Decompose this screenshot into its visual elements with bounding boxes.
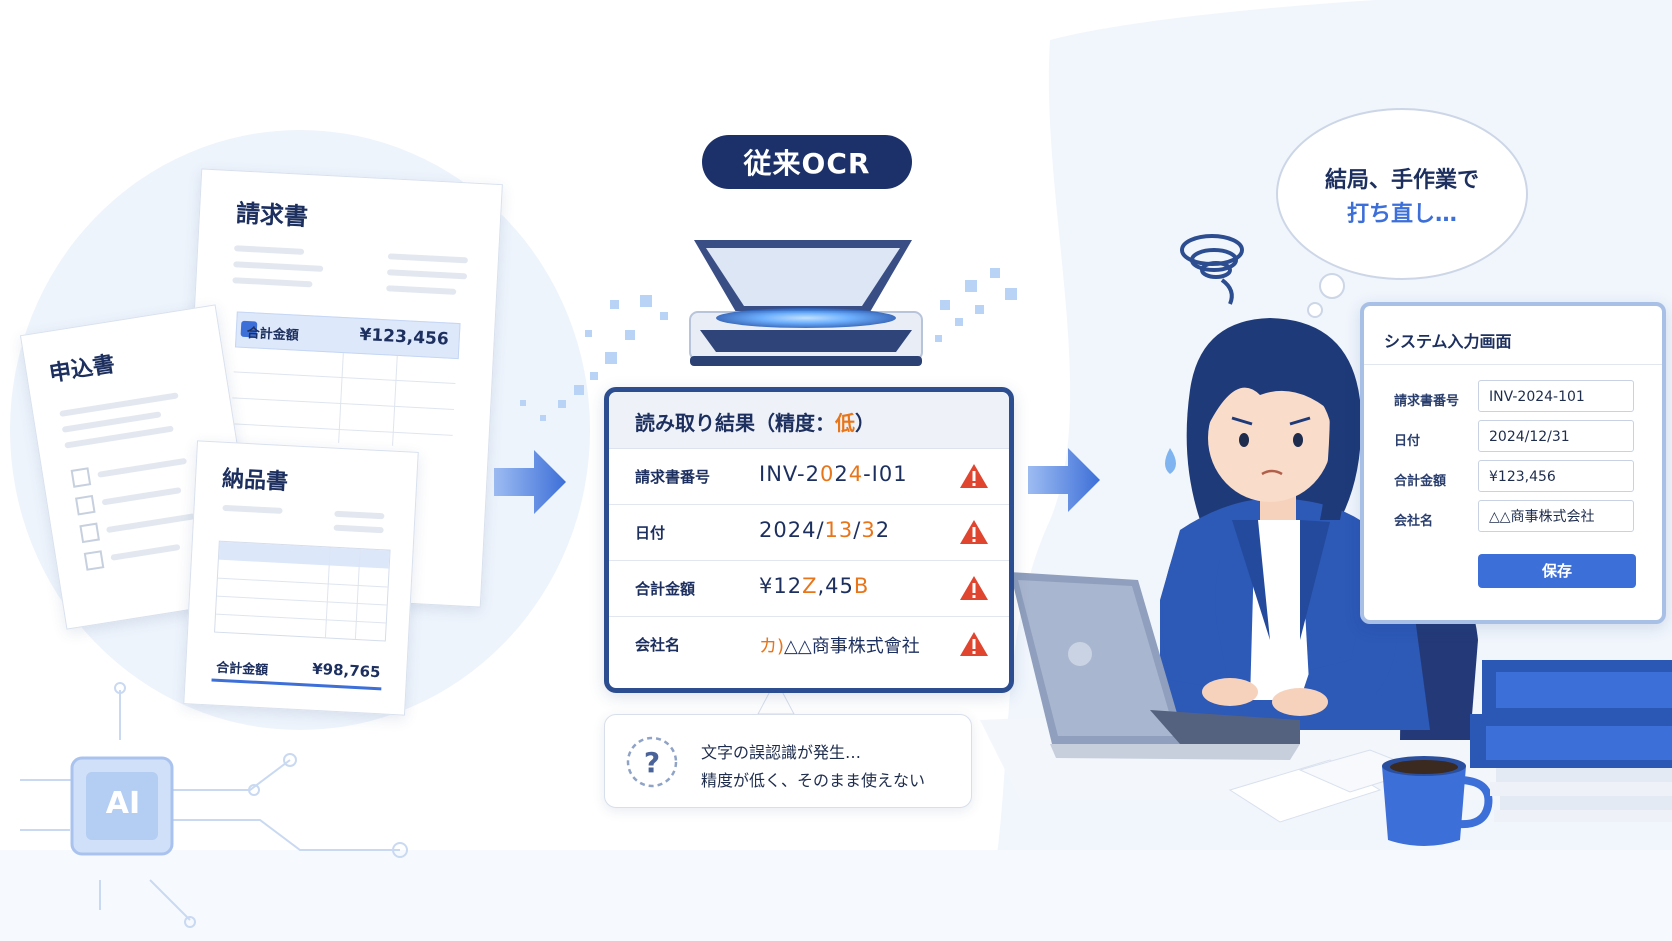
stress-swirl-icon (1180, 234, 1244, 305)
scan-data-dots (520, 268, 1017, 421)
note-line-2: 精度が低く、そのまま使えない (701, 771, 926, 790)
sweat-drop-icon (1165, 448, 1176, 474)
warning-icon (960, 464, 988, 488)
office-worker-illustration (1160, 318, 1430, 730)
field-label-total: 合計金額 (1394, 474, 1447, 489)
field-label-invoice-number: 請求書番号 (1394, 394, 1460, 409)
accuracy-low-label: 低 (835, 411, 855, 435)
field-label-date: 日付 (1394, 434, 1421, 449)
warning-icon (960, 520, 988, 544)
ocr-row-invoice-number: 請求書番号 INV-2024-I01 (609, 448, 1009, 505)
save-button[interactable]: 保存 (1478, 554, 1636, 588)
delivery-title: 納品書 (221, 466, 289, 496)
application-title: 申込書 (47, 352, 117, 388)
system-input-title: システム入力画面 (1384, 332, 1512, 351)
invoice-number-field[interactable]: INV-2024-101 (1478, 380, 1634, 412)
invoice-total-value: ¥123,456 (359, 324, 450, 350)
delivery-total-value: ¥98,765 (311, 659, 381, 682)
bubble-line-1: 結局、手作業で (1324, 168, 1479, 193)
invoice-title: 請求書 (235, 199, 309, 232)
coffee-mug-icon (1382, 756, 1493, 846)
bubble-line-2: 打ち直し… (1346, 202, 1457, 227)
laptop-icon (1010, 572, 1300, 760)
ai-chip-label: AI (105, 786, 141, 821)
thought-bubble: 結局、手作業で 打ち直し… (1276, 108, 1528, 280)
warning-icon (960, 576, 988, 600)
arrow-icon (1028, 448, 1100, 512)
svg-text:?: ? (644, 746, 660, 779)
delivery-total-label: 合計金額 (215, 660, 269, 679)
system-input-window: システム入力画面 請求書番号 INV-2024-101 日付 2024/12/3… (1360, 302, 1666, 624)
ai-circuit-icon (20, 682, 408, 928)
arrow-icon (494, 450, 566, 514)
delivery-document: 納品書 合計金額 ¥98,765 (183, 440, 419, 716)
ocr-error-note: ? 文字の誤認識が発生… 精度が低く、そのまま使えない (604, 714, 972, 808)
ocr-row-date: 日付 2024/13/32 (609, 504, 1009, 561)
ocr-result-panel: 読み取り結果（精度：低） 請求書番号 INV-2024-I01 日付 2024/… (604, 387, 1014, 693)
invoice-total-highlight: 合計金額 ¥123,456 (234, 311, 461, 360)
company-name-field[interactable]: △△商事株式会社 (1478, 500, 1634, 532)
ocr-row-company: 会社名 カ)△△商事株式會社 (609, 616, 1009, 672)
scanner-icon (689, 240, 923, 366)
question-icon: ? (626, 736, 678, 788)
warning-icon (960, 632, 988, 656)
ocr-badge: 従来OCR (702, 135, 912, 189)
note-line-1: 文字の誤認識が発生… (701, 743, 862, 762)
invoice-total-label: 合計金額 (246, 326, 300, 344)
ocr-result-title: 読み取り結果（精度：低） (635, 411, 875, 435)
total-amount-field[interactable]: ¥123,456 (1478, 460, 1634, 492)
field-label-company: 会社名 (1394, 514, 1434, 529)
date-field[interactable]: 2024/12/31 (1478, 420, 1634, 452)
ocr-row-total: 合計金額 ¥12Z,45B (609, 560, 1009, 617)
binder-stack-icon (1470, 660, 1672, 822)
